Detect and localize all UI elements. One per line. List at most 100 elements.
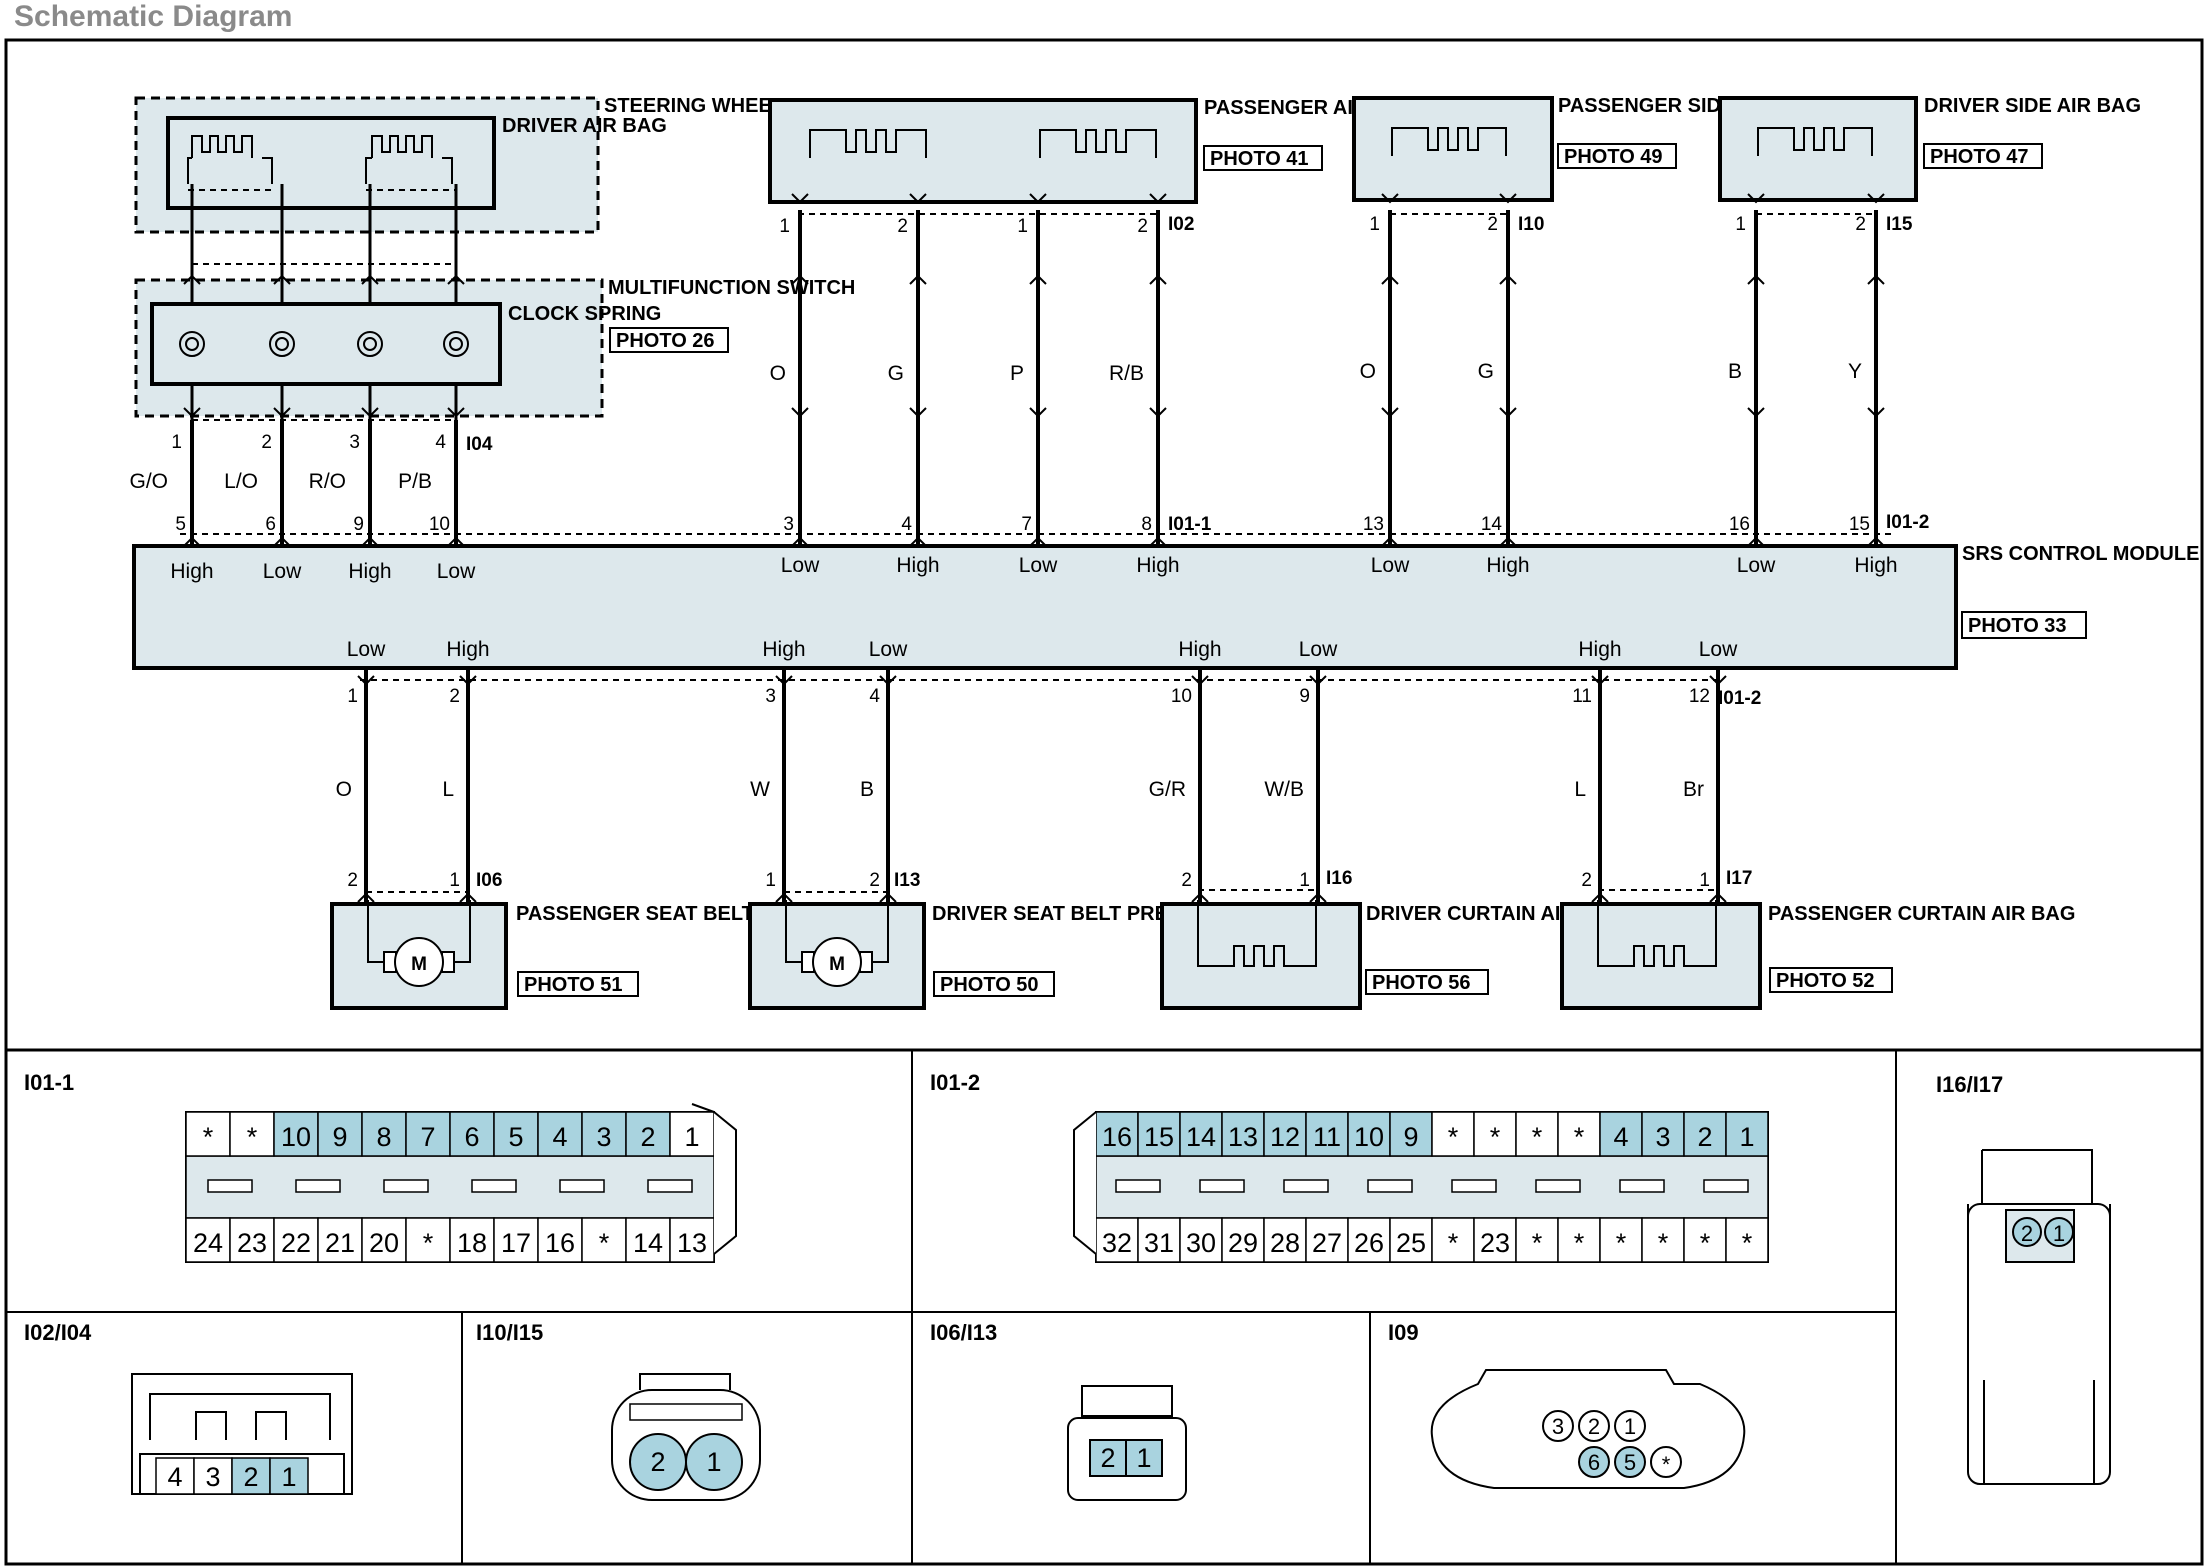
pin-cell (317, 1111, 363, 1157)
pin-cell (1137, 1217, 1181, 1263)
connector-terminal-icon (1149, 407, 1167, 418)
passenger-curtain-air-bag (1560, 902, 1762, 1010)
photo-51: PHOTO 51 (524, 974, 623, 996)
pin-cell (185, 1217, 231, 1263)
srs-control-module-label: SRS CONTROL MODULE (1962, 543, 2199, 565)
pin-number: * (247, 1122, 258, 1152)
pin-cell (625, 1217, 671, 1263)
pin-cell (1473, 1111, 1517, 1157)
module-pin-number: 14 (1481, 514, 1503, 535)
top-wires: 1G/O5High2L/O6Low3R/O9High4P/B10Low1O3Lo… (129, 193, 1898, 583)
pin-cell (1305, 1217, 1349, 1263)
signal-level-label: High (446, 638, 489, 661)
latch-slot (471, 1179, 517, 1193)
signal-level-label: High (1854, 554, 1897, 577)
pin-i09-1: 1 (1624, 1414, 1636, 1439)
connector-terminal-icon (1029, 536, 1047, 547)
module-pin-number: 7 (1021, 514, 1032, 535)
pin-number: 28 (1270, 1228, 1300, 1258)
top-pin-number: 1 (1017, 216, 1028, 237)
pin-number: * (1574, 1122, 1585, 1152)
pin-cell (1389, 1111, 1433, 1157)
pin-cell (581, 1217, 627, 1263)
latch-slot (1199, 1179, 1245, 1193)
wire-color-label: G/O (129, 470, 168, 493)
connector-terminal-icon (357, 675, 375, 686)
connector-terminal-icon (1191, 675, 1209, 686)
pin-number: 25 (1396, 1228, 1426, 1258)
pin-cell (1557, 1217, 1601, 1263)
srs-control-module (132, 544, 1958, 670)
pin-i09-6: 6 (1588, 1450, 1600, 1475)
connector-terminal-icon (879, 892, 897, 903)
wire-color-label: Br (1683, 778, 1704, 801)
latch-slot (559, 1179, 605, 1193)
signal-level-label: Low (347, 638, 386, 661)
pin-cell (1515, 1217, 1559, 1263)
driver-air-bag-label: DRIVER AIR BAG (502, 115, 667, 137)
top-pin-number: 2 (1137, 216, 1148, 237)
pin-i02-4: 4 (167, 1462, 182, 1492)
pin-number: 8 (376, 1122, 391, 1152)
signal-level-label: High (896, 554, 939, 577)
connector-terminal-icon (909, 274, 927, 285)
pin-cell (317, 1217, 363, 1263)
squib-symbol (371, 135, 433, 158)
panel-title-i09: I09 (1388, 1320, 1419, 1345)
module-pin-number: 4 (869, 686, 880, 707)
connector-terminal-icon (361, 536, 379, 547)
connector-face-i16-i17: 2 1 (1967, 1149, 2111, 1485)
module-pin-number: 8 (1141, 514, 1152, 535)
signal-level-label: High (1136, 554, 1179, 577)
pin-i10-1: 1 (706, 1447, 721, 1477)
panel-title-i16-i17: I16/I17 (1936, 1072, 2003, 1097)
pin-number: 15 (1144, 1122, 1174, 1152)
pin-number: 32 (1102, 1228, 1132, 1258)
pin-cell (625, 1111, 671, 1157)
panel-title-i10-i15: I10/I15 (476, 1320, 543, 1345)
latch-slot (1535, 1179, 1581, 1193)
pin-number: 27 (1312, 1228, 1342, 1258)
module-pin-number: 2 (449, 686, 460, 707)
module-pin-number: 12 (1689, 686, 1710, 707)
pin-i09-2: 2 (1588, 1414, 1600, 1439)
module-pin-number: 9 (1299, 686, 1310, 707)
module-pin-number: 4 (901, 514, 912, 535)
connector-terminal-icon (879, 675, 897, 686)
connector-terminal-icon (1591, 892, 1609, 903)
connector-terminal-icon (1191, 892, 1209, 903)
connector-terminal-icon (1499, 274, 1517, 285)
device-pin-number: 2 (1181, 870, 1192, 891)
motor-m-label: M (411, 954, 427, 975)
pin-cell (449, 1111, 495, 1157)
pin-number: 9 (332, 1122, 347, 1152)
connector-face-i02-i04: 4 3 2 1 (131, 1373, 353, 1495)
pin-number: 31 (1144, 1228, 1174, 1258)
top-pin-number: 2 (261, 432, 272, 453)
connector-i13: I13 (894, 870, 920, 891)
pin-i09-3: 3 (1552, 1414, 1564, 1439)
pin-number: * (1448, 1228, 1459, 1258)
connector-i16: I16 (1326, 868, 1352, 889)
pin-number: * (599, 1228, 610, 1258)
pin-i09-blank: * (1662, 1452, 1671, 1477)
latch-slot (1451, 1179, 1497, 1193)
connector-terminal-icon (361, 274, 379, 285)
pin-number: * (1616, 1228, 1627, 1258)
panel-title-i02-i04: I02/I04 (24, 1320, 92, 1345)
latch-slot (1115, 1179, 1161, 1193)
pin-i09-5: 5 (1624, 1450, 1636, 1475)
wire-color-label: W/B (1264, 778, 1304, 801)
photo-49: PHOTO 49 (1564, 146, 1663, 168)
pin-i16-1: 1 (2053, 1221, 2065, 1246)
clock-spring-coils (179, 331, 469, 357)
connector-terminal-icon (1747, 407, 1765, 418)
connector-terminal-icon (1747, 536, 1765, 547)
pin-cell (669, 1111, 715, 1157)
latch-slot (1703, 1179, 1749, 1193)
pin-cell (1473, 1217, 1517, 1263)
pin-number: * (1574, 1228, 1585, 1258)
pin-cell (1641, 1217, 1685, 1263)
